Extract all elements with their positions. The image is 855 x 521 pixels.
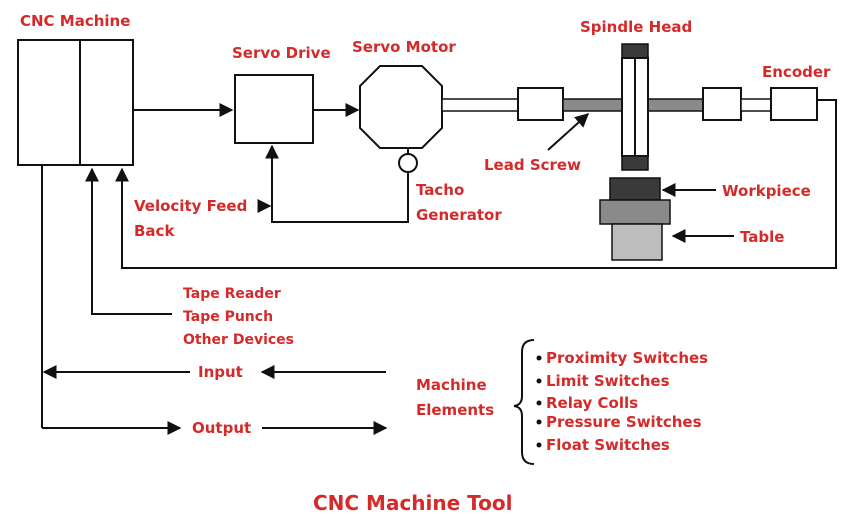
- bullet-icon: [536, 419, 542, 425]
- table-label: Table: [740, 228, 784, 246]
- position-feedback-loop: [115, 99, 837, 269]
- coupling-block: [517, 87, 564, 121]
- cnc-machine-block: [17, 39, 134, 166]
- lead-screw-pointer: [547, 113, 590, 151]
- motor-shaft: [441, 98, 519, 112]
- spindle-head-label: Spindle Head: [580, 18, 692, 36]
- peripheral-tape-punch: Tape Punch: [183, 309, 273, 325]
- tacho-label-2: Generator: [416, 206, 502, 224]
- encoder-coupling-block: [702, 87, 742, 121]
- velocity-feedback-label-1: Velocity Feed: [134, 197, 247, 215]
- encoder-block: [770, 87, 818, 121]
- element-item-limit: Limit Switches: [546, 372, 670, 390]
- encoder-label: Encoder: [762, 63, 831, 81]
- element-item-proximity: Proximity Switches: [546, 349, 708, 367]
- velocity-feedback-label-2: Back: [134, 222, 175, 240]
- peripheral-tape-reader: Tape Reader: [183, 286, 281, 302]
- workpiece-label: Workpiece: [722, 182, 811, 200]
- machine-elements-label-1: Machine: [416, 376, 487, 394]
- peripherals-connection: [85, 167, 172, 315]
- bullet-icon: [536, 442, 542, 448]
- servo-drive-label: Servo Drive: [232, 44, 331, 62]
- element-item-float: Float Switches: [546, 436, 670, 454]
- table-block: [599, 199, 671, 225]
- spindle-head-cap: [621, 43, 649, 59]
- workpiece-block: [609, 177, 661, 201]
- bullet-icon: [536, 400, 542, 406]
- peripheral-other-devices: Other Devices: [183, 332, 294, 348]
- servo-motor-block: [359, 65, 443, 149]
- encoder-shaft: [740, 98, 772, 112]
- tacho-label-1: Tacho: [416, 181, 464, 199]
- tacho-generator-icon: [398, 153, 418, 173]
- table-base-block: [611, 223, 663, 261]
- velocity-feedback-loop: [265, 144, 409, 223]
- bullet-icon: [536, 378, 542, 384]
- bullet-icon: [536, 355, 542, 361]
- element-item-relay: Relay Colls: [546, 394, 638, 412]
- spindle-tool: [621, 155, 649, 171]
- lead-screw-label: Lead Screw: [484, 156, 581, 174]
- cnc-machine-label: CNC Machine: [20, 12, 130, 30]
- servo-drive-block: [234, 74, 314, 144]
- element-item-pressure: Pressure Switches: [546, 413, 702, 431]
- output-label: Output: [192, 419, 251, 437]
- servo-motor-label: Servo Motor: [352, 38, 456, 56]
- input-label: Input: [198, 363, 243, 381]
- machine-elements-label-2: Elements: [416, 401, 494, 419]
- machine-elements-brace: [513, 339, 535, 465]
- diagram-title: CNC Machine Tool: [313, 491, 513, 515]
